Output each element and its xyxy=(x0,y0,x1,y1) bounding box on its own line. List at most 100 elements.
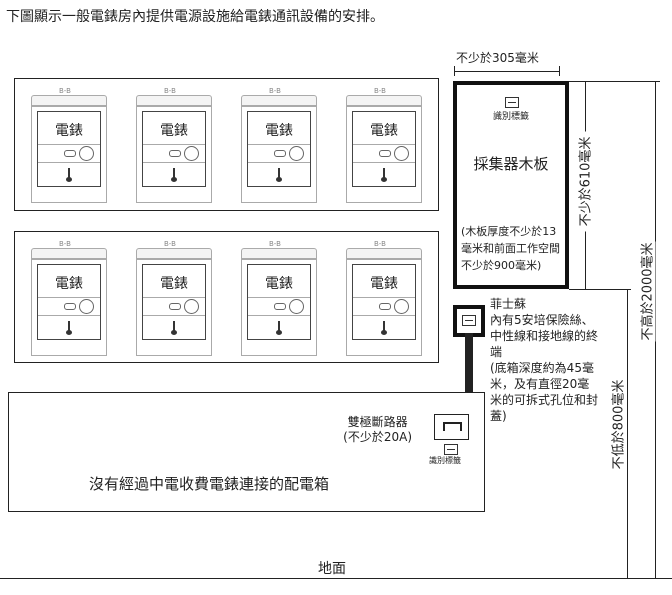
breaker-box xyxy=(434,414,469,440)
meter-label: 電錶 xyxy=(160,123,188,139)
meter-label: 電錶 xyxy=(55,123,83,139)
meter-body xyxy=(136,105,212,203)
thermometer-icon xyxy=(171,168,177,182)
meter-face: 電錶 xyxy=(37,264,101,340)
breaker-name: 雙極斷路器 xyxy=(347,415,408,429)
meter-cap xyxy=(241,95,317,107)
meter-top-label: B-B xyxy=(374,87,386,95)
meter-cap xyxy=(346,95,422,107)
min-height-arrow xyxy=(627,289,628,578)
meter-label: 電錶 xyxy=(160,276,188,292)
meter-body xyxy=(346,105,422,203)
thermometer-icon xyxy=(66,321,72,335)
board-tag-label: 識別標籤 xyxy=(492,112,529,122)
meter-body xyxy=(241,105,317,203)
meter-top-label: B-B xyxy=(374,240,386,248)
meter-top-label: B-B xyxy=(164,240,176,248)
ground-label: 地面 xyxy=(318,561,346,577)
thermometer-icon xyxy=(171,321,177,335)
dial-icon xyxy=(289,146,304,161)
breaker-text: 雙極斷路器 (不少於20A) xyxy=(343,415,412,445)
board-title: 採集器木板 xyxy=(473,155,549,173)
dial-icon xyxy=(184,146,199,161)
id-tag-icon xyxy=(505,97,519,108)
reference-line-top xyxy=(569,81,660,82)
meter-body xyxy=(241,258,317,356)
meter-top-label: B-B xyxy=(59,240,71,248)
electric-meter: B-B 電錶 xyxy=(29,240,109,358)
meter-label: 電錶 xyxy=(265,276,293,292)
max-height-label: 不高於2000毫米 xyxy=(636,241,656,342)
meter-face: 電錶 xyxy=(352,264,416,340)
electric-meter: B-B 電錶 xyxy=(134,87,214,205)
switch-icon xyxy=(169,303,181,310)
meter-face: 電錶 xyxy=(247,264,311,340)
switch-icon xyxy=(274,150,286,157)
electric-meter: B-B 電錶 xyxy=(29,87,109,205)
dial-icon xyxy=(289,299,304,314)
meter-cap xyxy=(31,248,107,260)
meter-face: 電錶 xyxy=(142,264,206,340)
meter-top-label: B-B xyxy=(269,87,281,95)
board-height-label: 不少於610毫米 xyxy=(574,131,594,232)
switch-icon xyxy=(379,303,391,310)
fuse-desc: 內有5安培保險絲、中性線和接地線的終端 xyxy=(490,313,599,359)
fuse-text: 菲士蘇 內有5安培保險絲、中性線和接地線的終端 (底箱深度約為45毫米，及有直徑… xyxy=(490,296,600,424)
width-dimension-arrow xyxy=(454,71,560,72)
fuse-icon xyxy=(462,315,476,326)
meter-body xyxy=(31,105,107,203)
switch-icon xyxy=(274,303,286,310)
electric-meter: B-B 電錶 xyxy=(239,87,319,205)
meter-label: 電錶 xyxy=(55,276,83,292)
meter-cap xyxy=(31,95,107,107)
breaker-rating: (不少於20A) xyxy=(343,430,412,444)
meter-group-bottom: B-B 電錶 B-B 電錶 B-B 電錶 B-B 電錶 xyxy=(14,231,439,363)
dimension-tick xyxy=(559,66,560,76)
meter-face: 電錶 xyxy=(247,111,311,187)
meter-group-top: B-B 電錶 B-B 電錶 B-B 電錶 B-B 電錶 xyxy=(14,78,439,211)
distribution-box-label: 沒有經過中電收費電錶連接的配電箱 xyxy=(88,475,329,493)
dial-icon xyxy=(79,299,94,314)
fuse-conduit xyxy=(465,333,473,392)
max-height-arrow xyxy=(655,81,656,578)
board-note: (木板厚度不少於13毫米和前面工作空間不少於900毫米) xyxy=(461,225,560,272)
dimension-tick xyxy=(454,66,455,76)
meter-label: 電錶 xyxy=(265,123,293,139)
switch-icon xyxy=(64,150,76,157)
breaker-tag-icon xyxy=(444,444,458,455)
meter-cap xyxy=(136,248,212,260)
meter-body xyxy=(31,258,107,356)
switch-icon xyxy=(169,150,181,157)
distribution-box: 雙極斷路器 (不少於20A) 識別標籤 沒有經過中電收費電錶連接的配電箱 xyxy=(8,392,485,512)
meter-cap xyxy=(136,95,212,107)
fuse-title: 菲士蘇 xyxy=(490,297,527,311)
thermometer-icon xyxy=(381,321,387,335)
ground-line xyxy=(0,578,672,579)
meter-body xyxy=(136,258,212,356)
meter-top-label: B-B xyxy=(269,240,281,248)
meter-label: 電錶 xyxy=(370,276,398,292)
meter-top-label: B-B xyxy=(59,87,71,95)
thermometer-icon xyxy=(66,168,72,182)
meter-cap xyxy=(346,248,422,260)
meter-label: 電錶 xyxy=(370,123,398,139)
caption: 下圖顯示一般電錶房內提供電源設施給電錶通訊設備的安排。 xyxy=(6,9,384,25)
switch-icon xyxy=(379,150,391,157)
meter-top-label: B-B xyxy=(164,87,176,95)
reference-line-board-bottom xyxy=(569,289,631,290)
dial-icon xyxy=(79,146,94,161)
electric-meter: B-B 電錶 xyxy=(239,240,319,358)
fuse-note: (底箱深度約為45毫米，及有直徑20毫米的可拆式孔位和封蓋) xyxy=(490,361,599,423)
dial-icon xyxy=(394,146,409,161)
meter-body xyxy=(346,258,422,356)
meter-face: 電錶 xyxy=(352,111,416,187)
thermometer-icon xyxy=(276,321,282,335)
collector-board: 識別標籤 採集器木板 (木板厚度不少於13毫米和前面工作空間不少於900毫米) xyxy=(453,81,569,289)
meter-face: 電錶 xyxy=(142,111,206,187)
thermometer-icon xyxy=(381,168,387,182)
thermometer-icon xyxy=(276,168,282,182)
meter-cap xyxy=(241,248,317,260)
switch-icon xyxy=(64,303,76,310)
board-width-label: 不少於305毫米 xyxy=(456,51,539,65)
electric-meter: B-B 電錶 xyxy=(134,240,214,358)
